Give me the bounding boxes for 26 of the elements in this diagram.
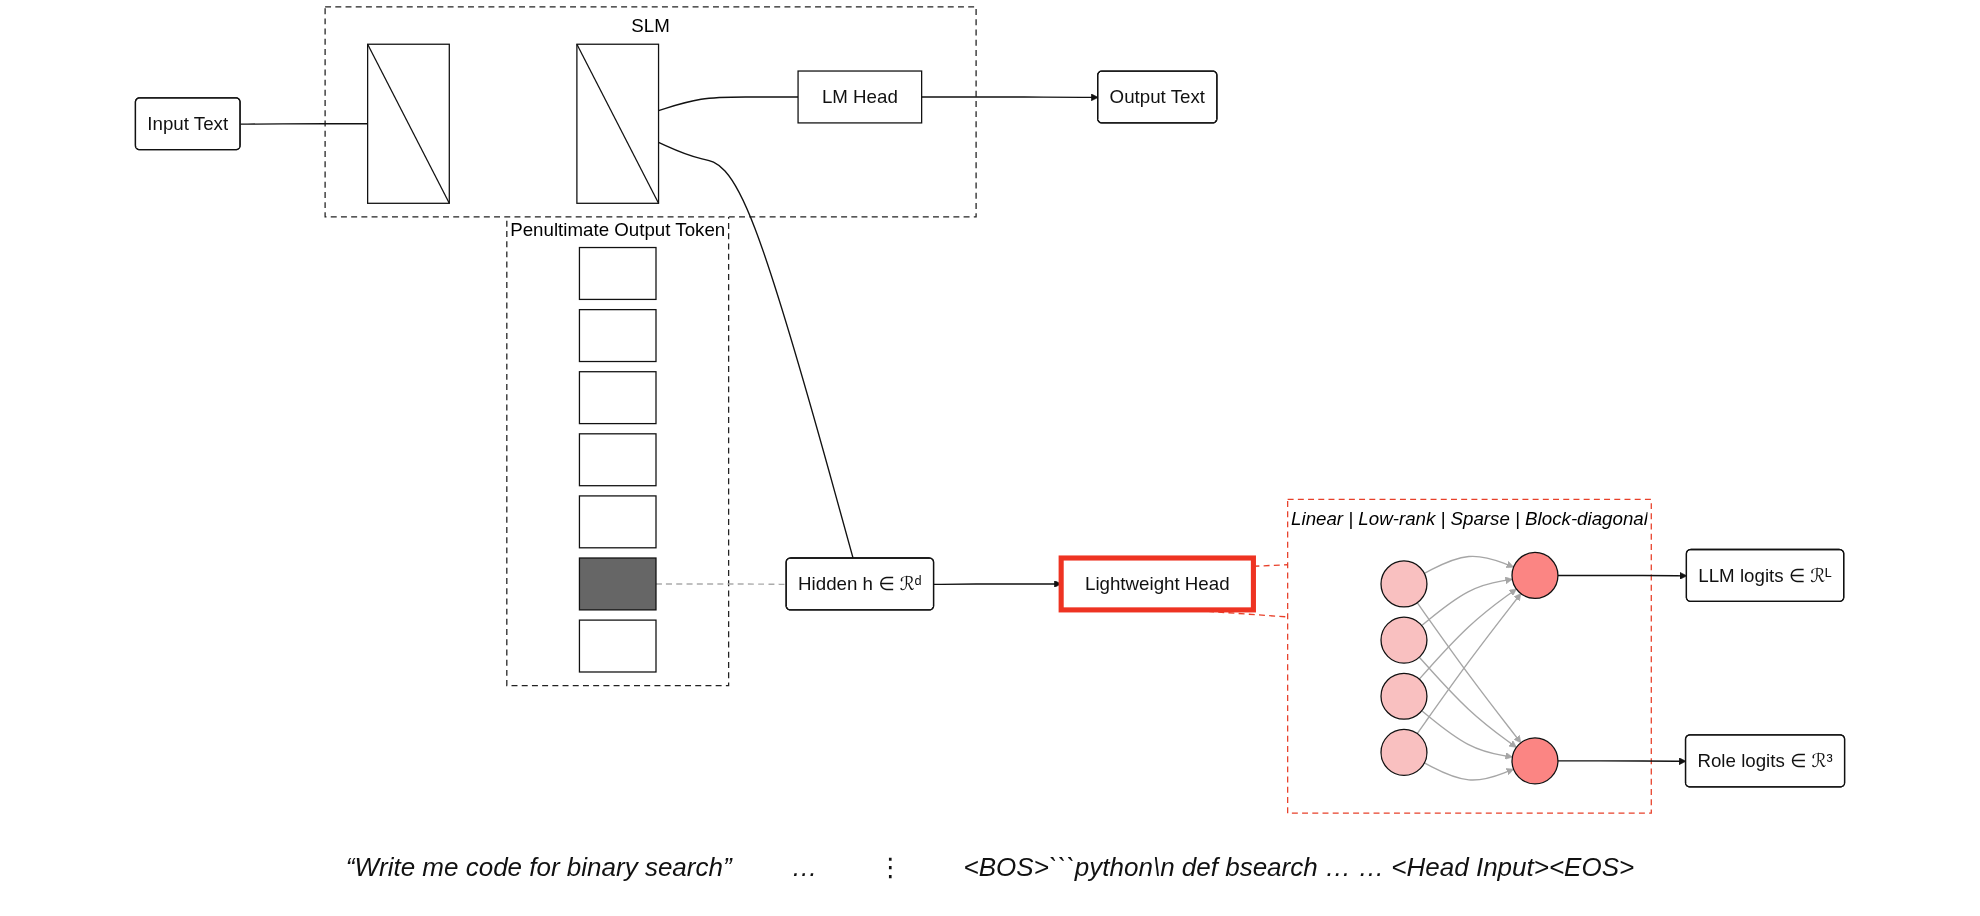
quote-text: “Write me code for binary search”: [345, 851, 732, 883]
arrow: [1423, 762, 1514, 781]
node-box: [578, 557, 657, 611]
node-circle: [1380, 560, 1428, 608]
arrow: [1421, 576, 1513, 627]
ellipsis-text: …: [791, 851, 818, 883]
node-box: [578, 309, 657, 363]
node-box: [578, 433, 657, 487]
ellipsis-text: ⋮: [877, 851, 904, 883]
node-box: [578, 619, 657, 673]
node-box: Lightweight Head: [1058, 555, 1256, 613]
arrow: [1421, 710, 1513, 760]
node-circle: [1380, 728, 1428, 776]
node-circle: [1511, 551, 1559, 600]
node-box: [578, 495, 657, 549]
node-circle: [1380, 616, 1428, 664]
arrow: [1418, 588, 1517, 680]
arrow: [1418, 656, 1517, 748]
node-box: [578, 371, 657, 425]
token-sequence-text: <BOS>```python\n def bsearch … … <Head Input><EOS>: [963, 851, 1635, 883]
node-box: LM Head: [797, 70, 923, 124]
node-circle: [1380, 672, 1428, 720]
cluster: Linear | Low-rank | Sparse | Block-diagonal: [1287, 498, 1652, 814]
node-box: [578, 246, 657, 301]
node-circle: [1511, 737, 1559, 785]
arrow: [1423, 555, 1514, 575]
